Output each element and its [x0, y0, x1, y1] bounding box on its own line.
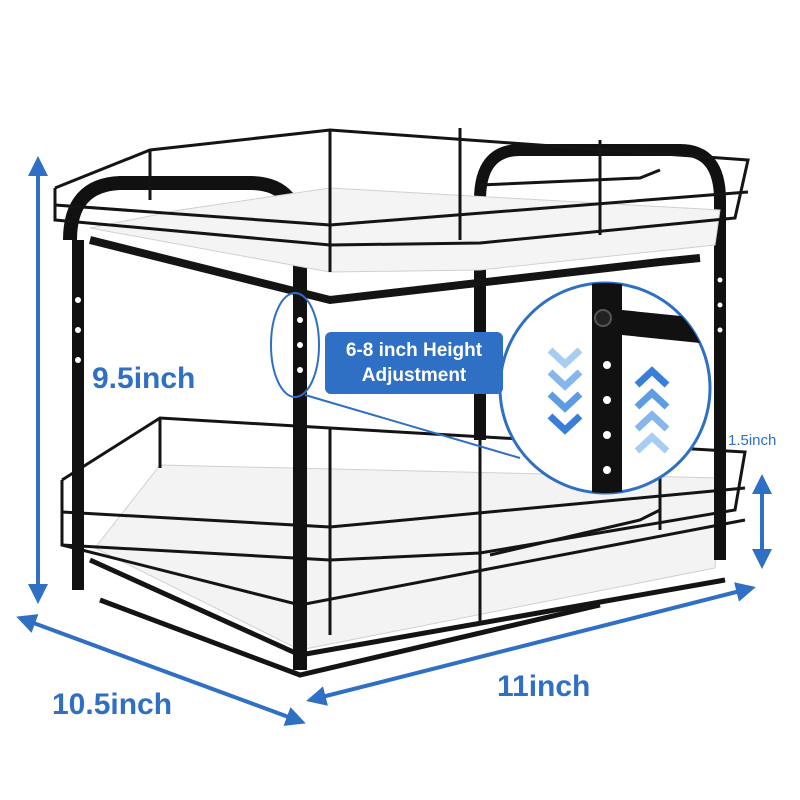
zoom-leader-line — [304, 394, 521, 459]
depth-arrow — [16, 614, 306, 726]
callout-line-2: Adjustment — [361, 365, 467, 386]
gap-label: 1.5inch — [728, 432, 777, 449]
width-arrow — [306, 582, 756, 706]
chevron-down-icon — [547, 347, 583, 435]
detail-highlight-ring — [270, 292, 320, 398]
top-basket — [53, 128, 750, 305]
chevron-up-icon — [634, 366, 670, 454]
callout-line-1: 6-8 inch Height — [345, 340, 483, 361]
height-adjustment-callout: 6-8 inch Height Adjustment — [325, 332, 503, 394]
callout-box — [325, 332, 503, 394]
top-shelf-panel — [89, 187, 721, 273]
height-label: 9.5inch — [92, 362, 196, 395]
bottom-basket — [60, 416, 747, 678]
width-label: 11inch — [497, 670, 591, 703]
depth-label: 10.5inch — [52, 688, 173, 721]
